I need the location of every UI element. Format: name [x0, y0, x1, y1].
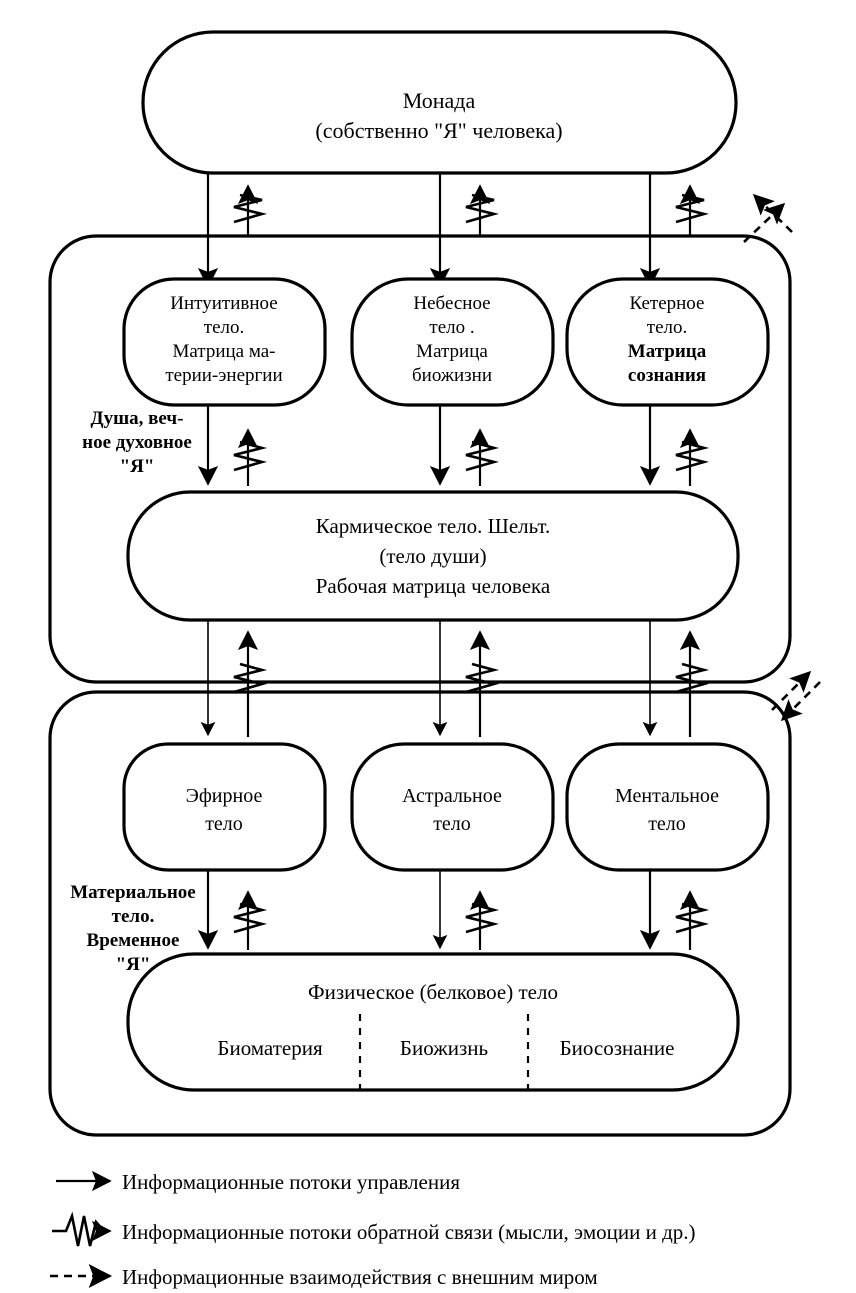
feedback-zigzag-icon: [465, 440, 500, 472]
ketheric-body-shape: [565, 277, 770, 407]
connector-monad-to-intuitive: [197, 173, 268, 288]
feedback-zigzag-icon: [675, 662, 710, 694]
feedback-zigzag-icon: [233, 193, 268, 224]
legend-row-feedback-flow: Информационные потоки обратной связи (мы…: [52, 1211, 696, 1247]
mental-body-line-1: Ментальное: [615, 785, 719, 807]
dashed-arrow-outbound-icon: [771, 670, 812, 711]
celestial-body-shape: [350, 277, 555, 407]
connector-mental-to-physical: [639, 870, 710, 950]
mental-body-line-2: тело: [648, 813, 686, 835]
mental-body-node: Ментальное тело: [565, 742, 770, 872]
physical-body-node: Физическое (белковое) тело Биоматерия Би…: [126, 952, 740, 1092]
intuitive-body-line-3: Матрица ма-: [172, 341, 275, 362]
monad-line-2: (собственно "Я" человека): [315, 118, 562, 143]
feedback-zigzag-icon: [675, 902, 710, 934]
intuitive-body-line-1: Интуитивное: [170, 293, 277, 314]
etheric-body-line-2: тело: [205, 813, 243, 835]
astral-body-node: Астральное тело: [350, 742, 555, 872]
dashed-arrow-inbound-icon: [752, 193, 793, 233]
connector-astral-to-physical: [432, 870, 500, 950]
legend-row-external-exchange: Информационные взаимодействия с внешним …: [50, 1264, 598, 1289]
feedback-zigzag-icon: [675, 440, 710, 472]
legend: Информационные потоки управления Информа…: [50, 1170, 696, 1289]
connector-intuitive-to-karmic: [197, 405, 268, 486]
physical-cell-biomatter: Биоматерия: [217, 1036, 323, 1060]
astral-body-line-2: тело: [433, 813, 471, 835]
connector-monad-to-ketheric: [639, 173, 710, 288]
karmic-body-line-1: Кармическое тело. Шельт.: [316, 514, 551, 538]
karmic-body-node: Кармическое тело. Шельт. (тело души) Раб…: [126, 490, 740, 622]
material-side-label-line-1: Материальное: [70, 882, 195, 903]
material-side-label-line-4: "Я": [116, 954, 151, 975]
celestial-body-line-1: Небесное: [413, 293, 490, 314]
intuitive-body-node: Интуитивное тело. Матрица ма- терии-энер…: [122, 277, 327, 407]
legend-label-feedback-flow: Информационные потоки обратной связи (мы…: [122, 1220, 696, 1244]
physical-cell-biolife: Биожизнь: [400, 1036, 488, 1060]
soul-side-label-line-3: "Я": [120, 456, 155, 477]
connector-karmic-to-astral: [432, 620, 500, 737]
connector-karmic-to-etheric: [200, 620, 268, 737]
soul-side-label: Душа, веч- ное духовное "Я": [82, 408, 192, 477]
material-group-container: [48, 690, 792, 1137]
feedback-zigzag-icon: [465, 193, 500, 224]
mental-body-shape: [565, 742, 770, 872]
material-side-label-line-2: тело.: [112, 906, 155, 927]
feedback-zigzag-icon: [675, 193, 710, 224]
dashed-arrow-inbound-icon: [780, 681, 821, 722]
karmic-body-line-3: Рабочая матрица человека: [316, 574, 551, 598]
celestial-body-line-2: тело .: [429, 317, 474, 338]
soul-side-label-line-1: Душа, веч-: [91, 408, 184, 429]
physical-body-title: Физическое (белковое) тело: [308, 980, 558, 1004]
ketheric-body-line-1: Кетерное: [630, 293, 705, 314]
feedback-zigzag-icon: [233, 662, 268, 694]
etheric-body-line-1: Эфирное: [186, 785, 263, 807]
connector-karmic-to-mental: [642, 620, 710, 737]
legend-label-control-flow: Информационные потоки управления: [122, 1170, 460, 1194]
connector-monad-to-celestial: [429, 173, 500, 288]
intuitive-body-line-2: тело.: [204, 317, 244, 338]
monad-line-1: Монада: [403, 88, 476, 113]
feedback-zigzag-icon: [465, 662, 500, 694]
etheric-body-node: Эфирное тело: [122, 742, 327, 872]
ketheric-body-line-3: Матрица: [628, 341, 707, 362]
intuitive-body-line-4: терии-энергии: [165, 365, 282, 386]
legend-row-control-flow: Информационные потоки управления: [56, 1170, 460, 1194]
celestial-body-node: Небесное тело . Матрица биожизни: [350, 277, 555, 407]
external-exchange-lower: [771, 670, 821, 722]
ketheric-body-line-2: тело.: [647, 317, 687, 338]
celestial-body-line-4: биожизни: [412, 365, 492, 386]
material-side-label: Материальное тело. Временное "Я": [70, 882, 195, 975]
monad-node: Монада (собственно "Я" человека): [141, 30, 738, 175]
feedback-zigzag-icon: [233, 440, 268, 472]
connector-celestial-to-karmic: [429, 405, 500, 486]
soul-group-container: [48, 234, 792, 684]
connector-ketheric-to-karmic: [639, 405, 710, 486]
physical-cell-bioconsciousness: Биосознание: [560, 1036, 675, 1060]
karmic-body-line-2: (тело души): [379, 544, 486, 568]
external-exchange-upper: [743, 193, 793, 243]
connector-etheric-to-physical: [197, 870, 268, 950]
karmic-body-shape: [126, 490, 740, 622]
ketheric-body-line-4: сознания: [628, 365, 706, 386]
physical-body-shape: [126, 952, 740, 1092]
etheric-body-shape: [122, 742, 327, 872]
intuitive-body-shape: [122, 277, 327, 407]
feedback-zigzag-icon: [465, 902, 500, 934]
dashed-arrow-outbound-icon: [743, 202, 786, 243]
astral-body-shape: [350, 742, 555, 872]
ketheric-body-node: Кетерное тело. Матрица сознания: [565, 277, 770, 407]
legend-label-external-exchange: Информационные взаимодействия с внешним …: [122, 1265, 598, 1289]
material-side-label-line-3: Временное: [87, 930, 180, 951]
astral-body-line-1: Астральное: [402, 785, 502, 807]
soul-side-label-line-2: ное духовное: [82, 432, 192, 453]
celestial-body-line-3: Матрица: [416, 341, 488, 362]
feedback-zigzag-icon: [233, 902, 268, 934]
